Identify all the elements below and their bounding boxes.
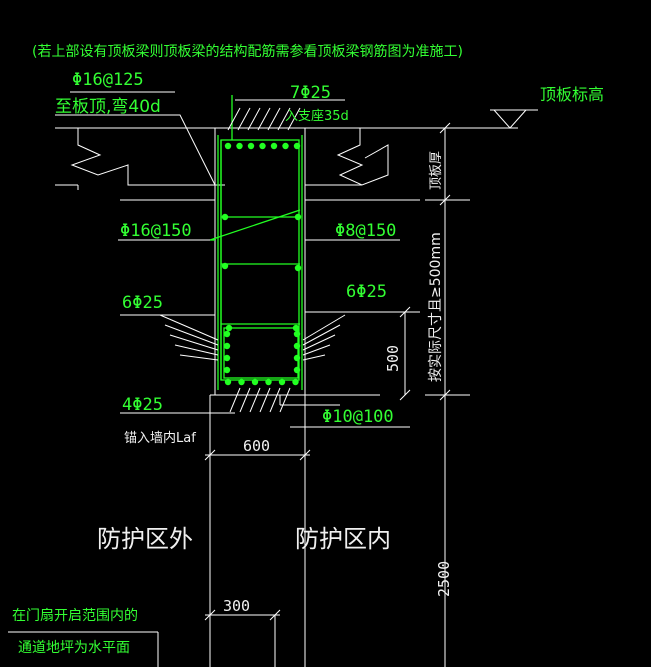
elevation-symbol xyxy=(490,109,538,129)
rebar-dot xyxy=(247,142,255,150)
rebar-dot xyxy=(293,142,301,150)
label-six-phi25-left: 6Φ25 xyxy=(122,293,163,313)
note-bottom-2: 通道地坪为水平面 xyxy=(18,640,130,656)
rebar-dot xyxy=(251,378,259,386)
rebar-cage xyxy=(209,95,303,390)
label-phi8-150: Φ8@150 xyxy=(335,221,396,241)
rebar-dot xyxy=(282,142,289,150)
rebar-dot xyxy=(294,213,302,221)
label-dim-2500: 2500 xyxy=(435,561,453,597)
label-seven-phi25: 7Φ25 xyxy=(290,83,331,103)
rebar-dot xyxy=(292,324,300,332)
rebar-dot xyxy=(224,142,232,150)
right-dimension xyxy=(399,122,470,667)
rebar-dot xyxy=(221,213,229,221)
label-dim-500: 500 xyxy=(384,345,402,372)
rebar-dot xyxy=(223,366,231,374)
rebar-dot xyxy=(224,378,232,386)
label-phi10-100: Φ10@100 xyxy=(322,407,394,427)
right-break-line xyxy=(305,128,389,186)
label-phi16-125: Φ16@125 xyxy=(72,70,144,90)
rebar-dot xyxy=(278,378,286,386)
hatch-marks xyxy=(159,107,346,413)
label-four-phi25: 4Φ25 xyxy=(122,395,163,415)
rebar-dot xyxy=(238,378,245,386)
label-anchor-35d: 入支座35d xyxy=(285,109,349,124)
beam-outline xyxy=(120,128,420,667)
rebar-dot xyxy=(294,264,302,272)
leader-lines xyxy=(55,91,420,428)
label-anchor-wall: 锚入墙内Laf xyxy=(124,430,196,446)
label-dim-300: 300 xyxy=(223,597,250,615)
rebar-dot xyxy=(223,330,231,338)
rebar-dot xyxy=(293,354,301,362)
rebar-dot xyxy=(236,142,243,150)
rebar-dots xyxy=(221,142,302,386)
label-inside-zone: 防护区内 xyxy=(295,525,391,553)
label-outside-zone: 防护区外 xyxy=(97,525,193,553)
rebar-dot xyxy=(225,324,233,332)
bottom-note-lines xyxy=(8,631,159,667)
rebar-dot xyxy=(259,142,266,150)
label-six-phi25-right: 6Φ25 xyxy=(346,282,387,302)
label-to-roof-bend: 至板顶,弯40d xyxy=(55,97,161,117)
rebar-dot xyxy=(223,342,231,350)
rebar-dot xyxy=(293,366,301,374)
rebar-dot xyxy=(292,378,299,386)
label-dim-600: 600 xyxy=(243,437,270,455)
rebar-dot xyxy=(293,330,301,338)
rebar-dot xyxy=(223,354,231,362)
dimension-300 xyxy=(204,609,281,667)
left-break-line xyxy=(55,128,215,190)
label-roof-elevation: 顶板标高 xyxy=(540,85,604,104)
rebar-dot xyxy=(265,378,272,386)
rebar-dot xyxy=(293,342,301,350)
note-bottom-1: 在门扇开启范围内的 xyxy=(12,607,138,624)
rebar-dot xyxy=(221,262,229,270)
dimension-600 xyxy=(204,449,311,461)
label-beam-size: 按实际尺寸且≥500mm xyxy=(428,232,444,382)
label-phi16-150: Φ16@150 xyxy=(120,221,192,241)
note-top: (若上部设有顶板梁则顶板梁的结构配筋需参看顶板梁钢筋图为准施工) xyxy=(32,43,463,60)
rebar-dot xyxy=(270,142,278,150)
label-roof-thickness: 顶板厚 xyxy=(429,151,444,190)
